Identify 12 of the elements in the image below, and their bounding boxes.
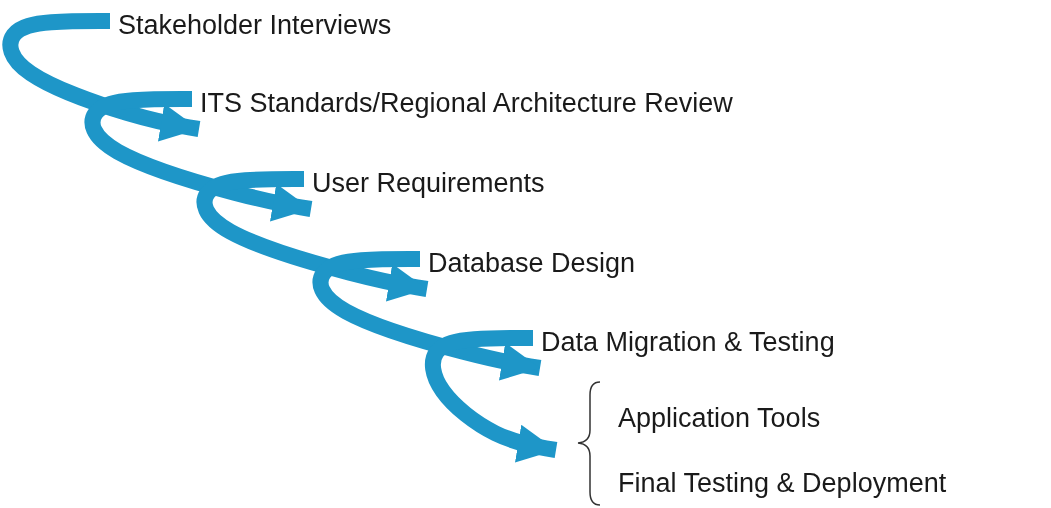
- step-label: Application Tools: [556, 401, 821, 450]
- curved-arrow: [84, 91, 313, 222]
- curved-arrow: [196, 171, 429, 302]
- curved-arrow: [424, 330, 558, 463]
- step-label: Stakeholder Interviews: [118, 8, 392, 59]
- step-label: ITS Standards/Regional Architecture Review: [200, 86, 733, 137]
- step-label: Data Migration & Testing: [541, 325, 835, 376]
- curved-arrow: [2, 13, 201, 142]
- step-label: User Requirements: [312, 166, 545, 217]
- curved-arrow: [312, 251, 542, 381]
- step-label: Final Testing & Deployment: [556, 450, 947, 500]
- step-label: Database Design: [428, 246, 636, 297]
